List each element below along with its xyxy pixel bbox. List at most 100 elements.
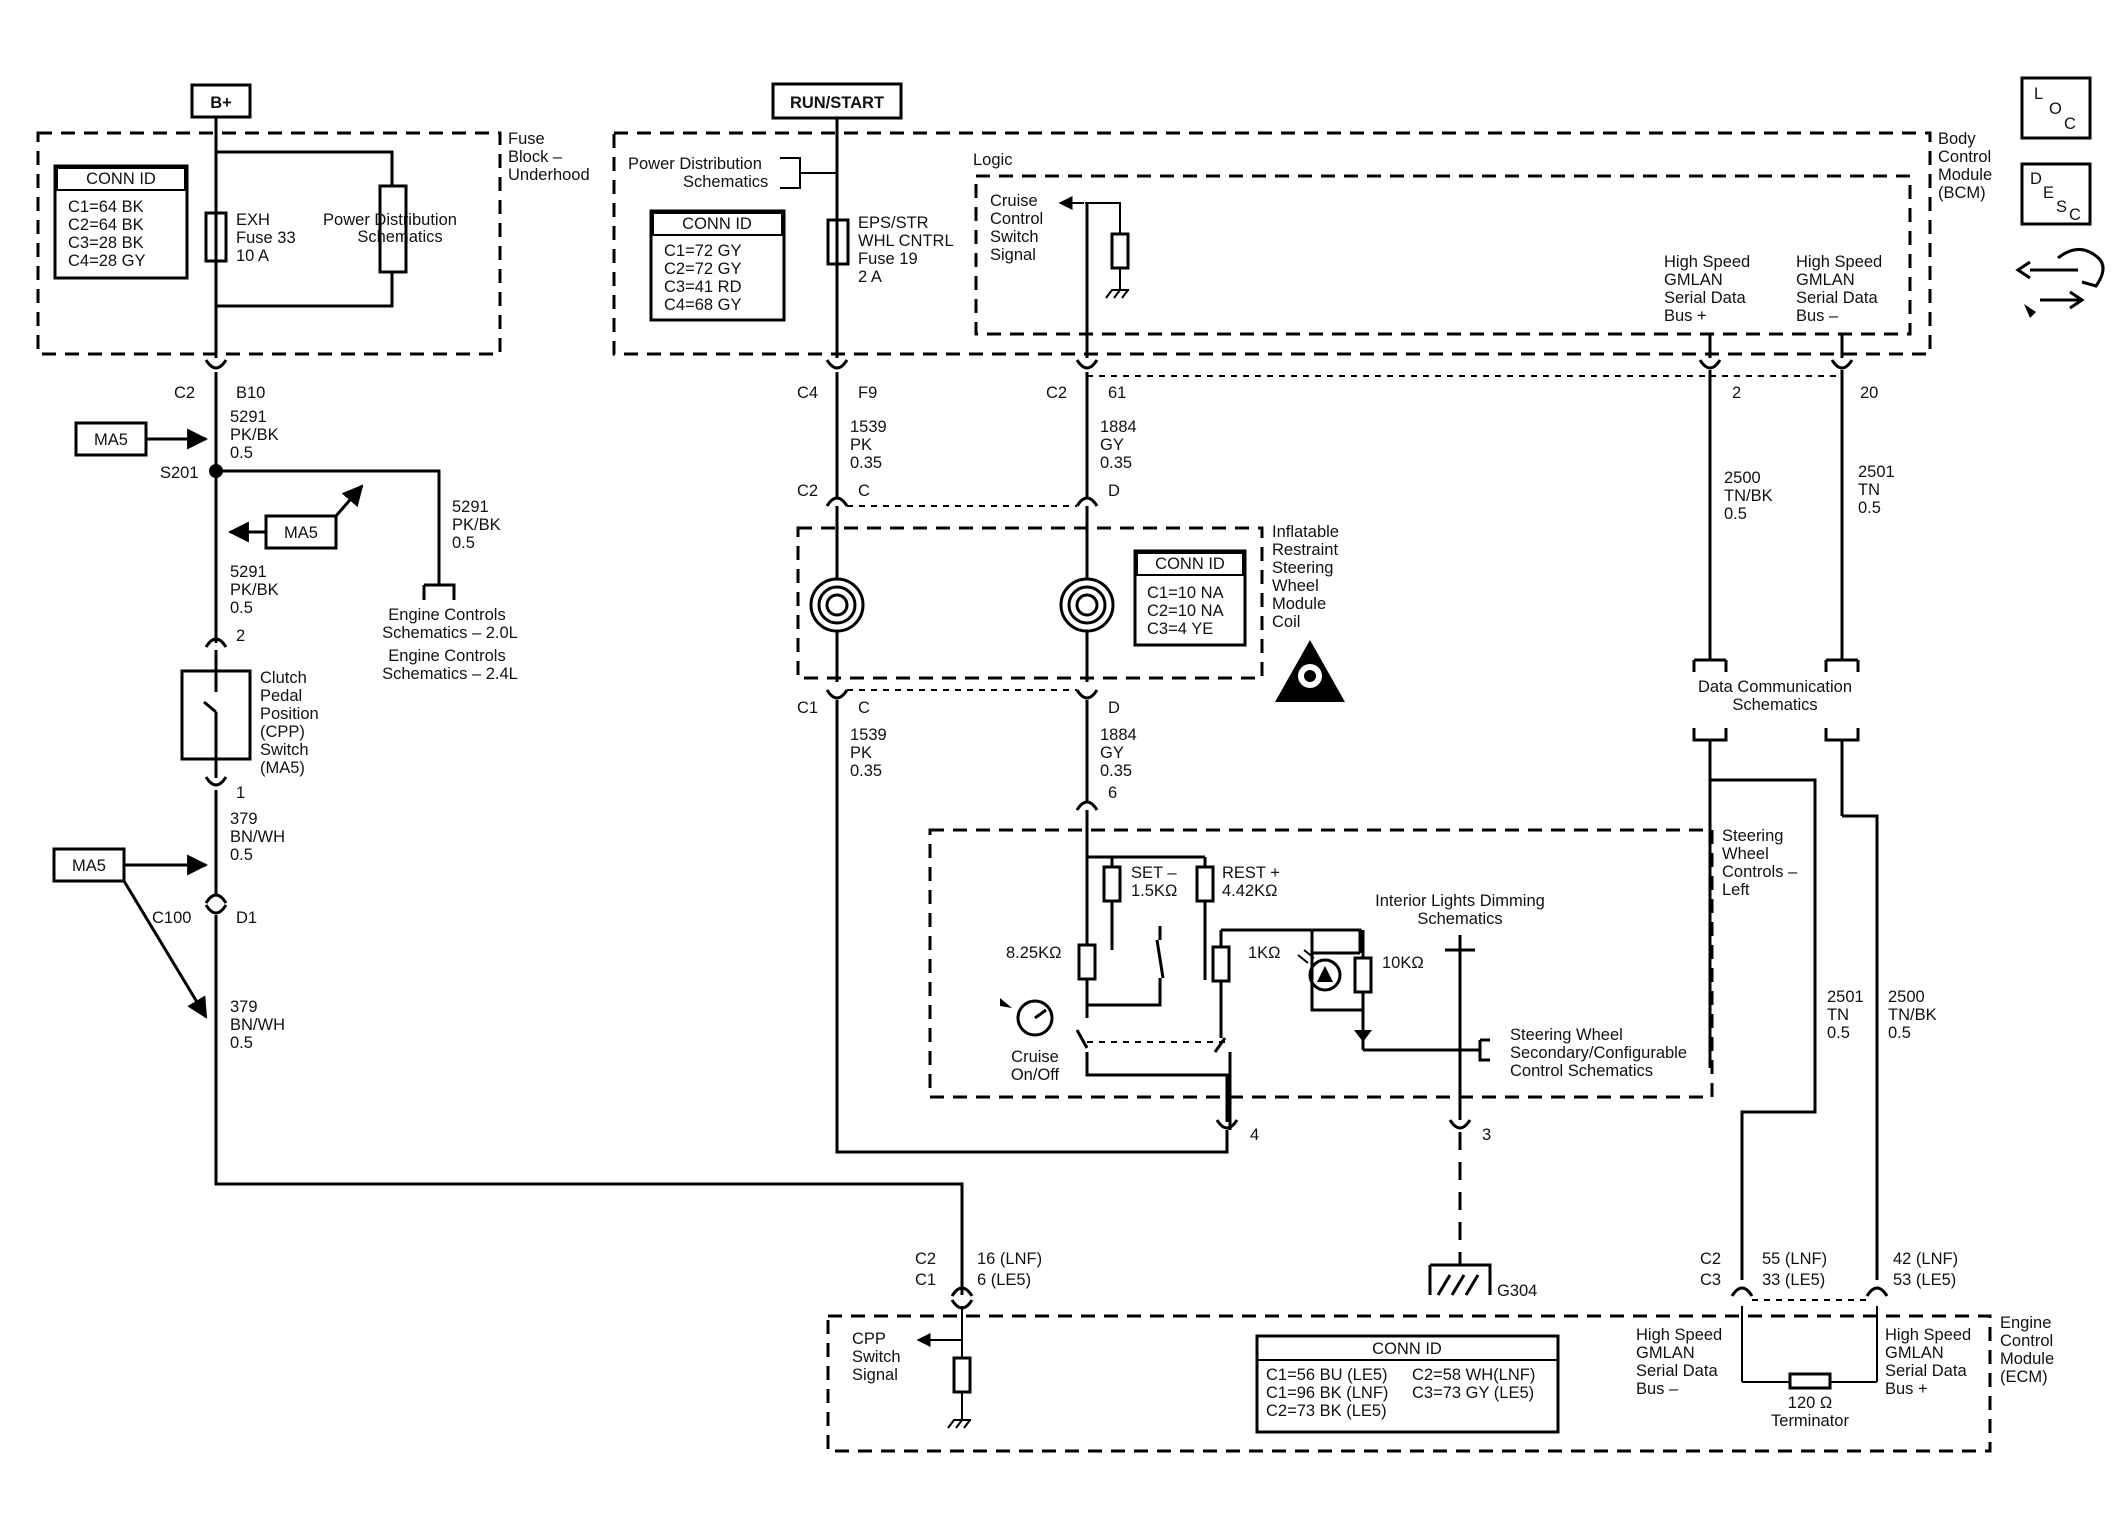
indicator-lamp bbox=[1308, 958, 1342, 992]
svg-text:1KΩ: 1KΩ bbox=[1248, 944, 1281, 962]
location-icon[interactable]: L O C bbox=[2020, 76, 2092, 140]
svg-text:C2: C2 bbox=[174, 384, 195, 402]
svg-text:B10: B10 bbox=[236, 384, 265, 402]
ground-g304 bbox=[1428, 1263, 1492, 1296]
run-start-label: RUN/START bbox=[771, 82, 903, 120]
svg-text:6 (LE5): 6 (LE5) bbox=[977, 1271, 1031, 1289]
svg-text:O: O bbox=[2049, 100, 2062, 118]
ma5-tag-2: MA5 bbox=[264, 514, 338, 550]
svg-text:C: C bbox=[2069, 206, 2081, 224]
svg-text:C2: C2 bbox=[1700, 1250, 1721, 1268]
svg-text:D: D bbox=[1108, 482, 1120, 500]
bplus-label: B+ bbox=[190, 83, 252, 119]
clockspring-coil-2 bbox=[1059, 577, 1115, 633]
rest-label: REST +4.42KΩ bbox=[1222, 864, 1280, 900]
svg-text:33 (LE5): 33 (LE5) bbox=[1762, 1271, 1825, 1289]
svg-text:2: 2 bbox=[236, 627, 245, 645]
svg-text:D: D bbox=[2030, 170, 2042, 188]
svg-text:C100: C100 bbox=[152, 909, 191, 927]
svg-text:L: L bbox=[2034, 85, 2043, 103]
description-icon[interactable]: D E S C bbox=[2020, 162, 2092, 226]
svg-text:S: S bbox=[2056, 198, 2067, 216]
svg-text:42 (LNF): 42 (LNF) bbox=[1893, 1250, 1958, 1268]
svg-text:B+: B+ bbox=[210, 94, 232, 112]
cruise-gauge-icon bbox=[1000, 998, 1054, 1037]
svg-text:RUN/START: RUN/START bbox=[790, 94, 884, 112]
resistor-set bbox=[1102, 865, 1122, 903]
set-label: SET –1.5KΩ bbox=[1131, 864, 1177, 900]
svg-text:61: 61 bbox=[1108, 384, 1126, 402]
resistor-825k bbox=[1077, 943, 1097, 981]
svg-text:MA5: MA5 bbox=[94, 431, 128, 449]
svg-text:8.25KΩ: 8.25KΩ bbox=[1006, 944, 1061, 962]
ecm-pullup-resistor bbox=[952, 1356, 972, 1394]
svg-text:2: 2 bbox=[1732, 384, 1741, 402]
svg-text:C2: C2 bbox=[797, 482, 818, 500]
svg-text:1: 1 bbox=[236, 784, 245, 802]
svg-text:16 (LNF): 16 (LNF) bbox=[977, 1250, 1042, 1268]
svg-text:20: 20 bbox=[1860, 384, 1878, 402]
svg-text:C: C bbox=[858, 482, 870, 500]
resistor-10k bbox=[1353, 956, 1373, 994]
svg-text:C: C bbox=[2064, 115, 2076, 133]
svg-text:G304: G304 bbox=[1497, 1282, 1537, 1300]
svg-text:D1: D1 bbox=[236, 909, 257, 927]
connector-navigation-icon[interactable] bbox=[2015, 248, 2105, 318]
ma5-tag-1: MA5 bbox=[74, 421, 148, 457]
resistor-1k bbox=[1211, 945, 1231, 983]
svg-text:D: D bbox=[1108, 699, 1120, 717]
svg-text:C2: C2 bbox=[1046, 384, 1067, 402]
svg-text:MA5: MA5 bbox=[284, 524, 318, 542]
svg-text:C3: C3 bbox=[1700, 1271, 1721, 1289]
svg-text:55 (LNF): 55 (LNF) bbox=[1762, 1250, 1827, 1268]
svg-text:3: 3 bbox=[1482, 1126, 1491, 1144]
svg-text:53 (LE5): 53 (LE5) bbox=[1893, 1271, 1956, 1289]
svg-text:C1: C1 bbox=[797, 699, 818, 717]
svg-text:MA5: MA5 bbox=[72, 857, 106, 875]
engine-control-module: C2 C1 16 (LNF) 6 (LE5) C2 C3 55 (LNF) 33… bbox=[826, 1250, 2054, 1453]
svg-text:10KΩ: 10KΩ bbox=[1382, 954, 1424, 972]
clockspring-coil-1 bbox=[809, 577, 865, 633]
svg-text:C1: C1 bbox=[915, 1271, 936, 1289]
bcm-logic-label: Logic bbox=[973, 151, 1012, 169]
terminator-resistor bbox=[1788, 1372, 1832, 1390]
resistor-rest bbox=[1195, 865, 1215, 903]
svg-text:C: C bbox=[858, 699, 870, 717]
